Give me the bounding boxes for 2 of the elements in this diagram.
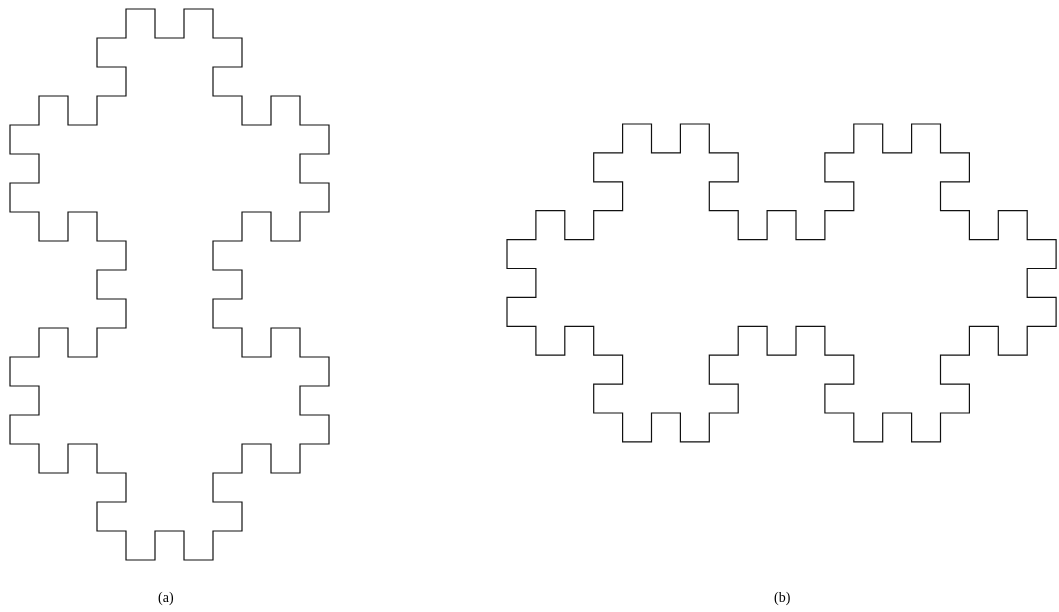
panel-label: (b) xyxy=(774,590,791,606)
panel-label: (a) xyxy=(158,590,174,606)
